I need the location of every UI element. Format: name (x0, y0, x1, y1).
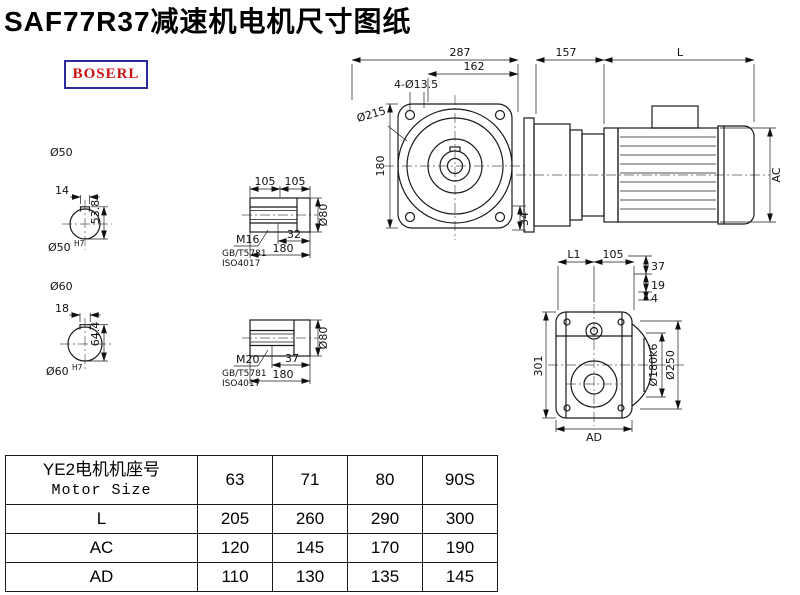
bushing16-dim-105-left: 105 (255, 175, 276, 188)
dim-L1: L1 (567, 248, 580, 261)
cell-L-80: 290 (347, 504, 423, 534)
flange-circle (397, 108, 513, 224)
front-view: 287 162 4-Ø13.5 Ø215 180 34 (351, 46, 531, 240)
shaft60-bore-tolerance: H7 (72, 363, 83, 372)
motor-size-71: 71 (272, 455, 348, 505)
dim-flange-dia: Ø250 (664, 350, 677, 380)
shaft50-bore-label: Ø50 (48, 241, 71, 254)
shaft-section-50: Ø50 14 53.8 Ø50 H7 (48, 146, 112, 254)
row-label-L: L (5, 504, 198, 534)
cell-L-71: 260 (272, 504, 348, 534)
cell-AC-90s: 190 (422, 533, 498, 563)
dim-105: 105 (603, 248, 624, 261)
table-row-AC: AC 120 145 170 190 (5, 533, 498, 563)
shaft60-bore-label: Ø60 (46, 365, 69, 378)
dim-19: 19 (651, 279, 665, 292)
row-label-AD: AD (5, 562, 198, 592)
shaft60-keyway-width: 18 (55, 302, 69, 315)
dim-157: 157 (556, 46, 577, 59)
shaft60-keyway (79, 324, 91, 330)
dim-180: 180 (374, 156, 387, 177)
technical-drawing: 287 162 4-Ø13.5 Ø215 180 34 (46, 46, 783, 444)
bushing16-standard-gb: GB/T5781 (222, 249, 267, 259)
bushing16-standard-iso: ISO4017 (222, 259, 260, 269)
row-label-AC: AC (5, 533, 198, 563)
boserl-logo: BOSERL (64, 60, 148, 89)
fan-cowl (717, 125, 755, 225)
motor-size-90s: 90S (422, 455, 498, 505)
cell-AD-63: 110 (197, 562, 273, 592)
bolt-hole (494, 211, 506, 223)
motor-size-63: 63 (197, 455, 273, 505)
table-row-L: L 205 260 290 300 (5, 504, 498, 534)
cell-AD-90s: 145 (422, 562, 498, 592)
bushing20-dia-80: Ø80 (317, 327, 330, 350)
bushing20-dim-37: 37 (285, 352, 299, 365)
bushing20-standard-iso: ISO4017 (222, 379, 260, 389)
dim-spigot-dia: Ø180k6 (647, 343, 660, 386)
bushing16-dim-105-right: 105 (285, 175, 306, 188)
flange-dia-label: Ø215 (355, 104, 387, 125)
cell-AD-71: 130 (272, 562, 348, 592)
table-row-AD: AD 110 130 135 145 (5, 562, 498, 592)
shaft50-circle (69, 208, 101, 240)
dim-162: 162 (464, 60, 485, 73)
flange-bell (631, 323, 653, 407)
dim-4: 4 (651, 292, 658, 305)
bolt-hole (404, 109, 416, 121)
cell-AC-71: 145 (272, 533, 348, 563)
shaft50-dia-label: Ø50 (50, 146, 73, 159)
shaft60-dia-label: Ø60 (50, 280, 73, 293)
motor-size-80: 80 (347, 455, 423, 505)
bushing20-dim-180: 180 (273, 368, 294, 381)
cell-L-90s: 300 (422, 504, 498, 534)
bushing-m20-view: M20 GB/T5781 ISO4017 37 180 Ø80 (222, 319, 330, 389)
bolt-hole (404, 211, 416, 223)
cell-AD-80: 135 (347, 562, 423, 592)
bushing16-dia-80: Ø80 (317, 204, 330, 227)
bolt-holes-label: 4-Ø13.5 (394, 78, 438, 91)
cell-AC-80: 170 (347, 533, 423, 563)
dim-AC: AC (770, 167, 783, 182)
table-header-row: YE2电机机座号 Motor Size 63 71 80 90S (5, 455, 498, 505)
shaft50-keyway (79, 206, 91, 212)
bore-keyway (449, 146, 461, 152)
bushing-m16-view: 105 105 M16 GB/T5781 ISO4017 32 180 Ø80 (222, 175, 330, 269)
motor-frame-header: YE2电机机座号 Motor Size (5, 455, 198, 505)
page-title: SAF77R37减速机电机尺寸图纸 (4, 6, 412, 37)
shaft50-keyway-height: 53.8 (89, 200, 102, 225)
bushing20-thread-label: M20 (236, 353, 260, 366)
side-view: 157 L AC (516, 46, 783, 233)
rear-view: L1 105 37 19 4 301 Ø180k6 Ø250 (532, 248, 684, 444)
motor-frame-header-cn: YE2电机机座号 (42, 460, 161, 479)
shaft60-keyway-height: 64.4 (89, 322, 102, 347)
dim-301: 301 (532, 356, 545, 377)
shaft-section-60: Ø60 18 64.4 Ø60 H7 (46, 280, 112, 378)
dim-37: 37 (651, 260, 665, 273)
rear-body (555, 311, 633, 419)
cell-AC-63: 120 (197, 533, 273, 563)
bushing20-standard-gb: GB/T5781 (222, 369, 267, 379)
shaft50-bore-tolerance: H7 (74, 239, 85, 248)
cell-L-63: 205 (197, 504, 273, 534)
motor-frame-header-en: Motor Size (51, 482, 152, 499)
dim-AD: AD (586, 431, 602, 444)
terminal-box (651, 105, 699, 129)
shaft50-keyway-width: 14 (55, 184, 69, 197)
dim-287: 287 (450, 46, 471, 59)
bushing16-dim-32: 32 (287, 228, 301, 241)
bushing16-thread-label: M16 (236, 233, 260, 246)
dim-L: L (677, 46, 684, 59)
bushing16-dim-180: 180 (273, 242, 294, 255)
motor-size-table: YE2电机机座号 Motor Size 63 71 80 90S L 205 2… (5, 455, 498, 592)
bolt-hole (494, 109, 506, 121)
